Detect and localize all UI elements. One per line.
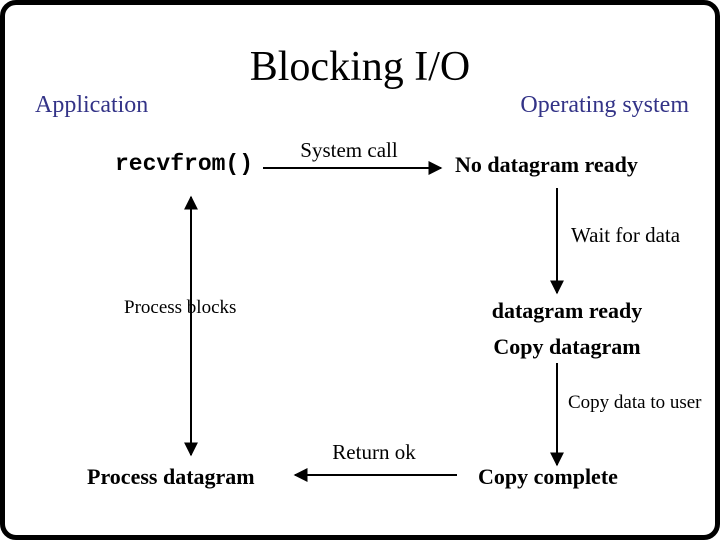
edge-label-system-call: System call [300,138,398,162]
edge-label-wait-for-data: Wait for data [571,223,681,247]
node-process-blocks: Process blocks [124,297,237,318]
node-copy-complete: Copy complete [478,464,618,489]
node-recvfrom: recvfrom() [115,151,254,177]
slide-title: Blocking I/O [249,44,471,90]
edge-label-return-ok: Return ok [332,440,416,464]
node-process-datagram: Process datagram [87,464,255,489]
edge-label-copy-data-to-user: Copy data to user [568,392,702,413]
column-label-application: Application [35,92,149,118]
node-datagram-ready: datagram ready [491,298,643,323]
node-copy-datagram: Copy datagram [493,334,641,359]
node-no-datagram-ready: No datagram ready [455,152,638,177]
column-label-operating-system: Operating system [520,92,689,118]
